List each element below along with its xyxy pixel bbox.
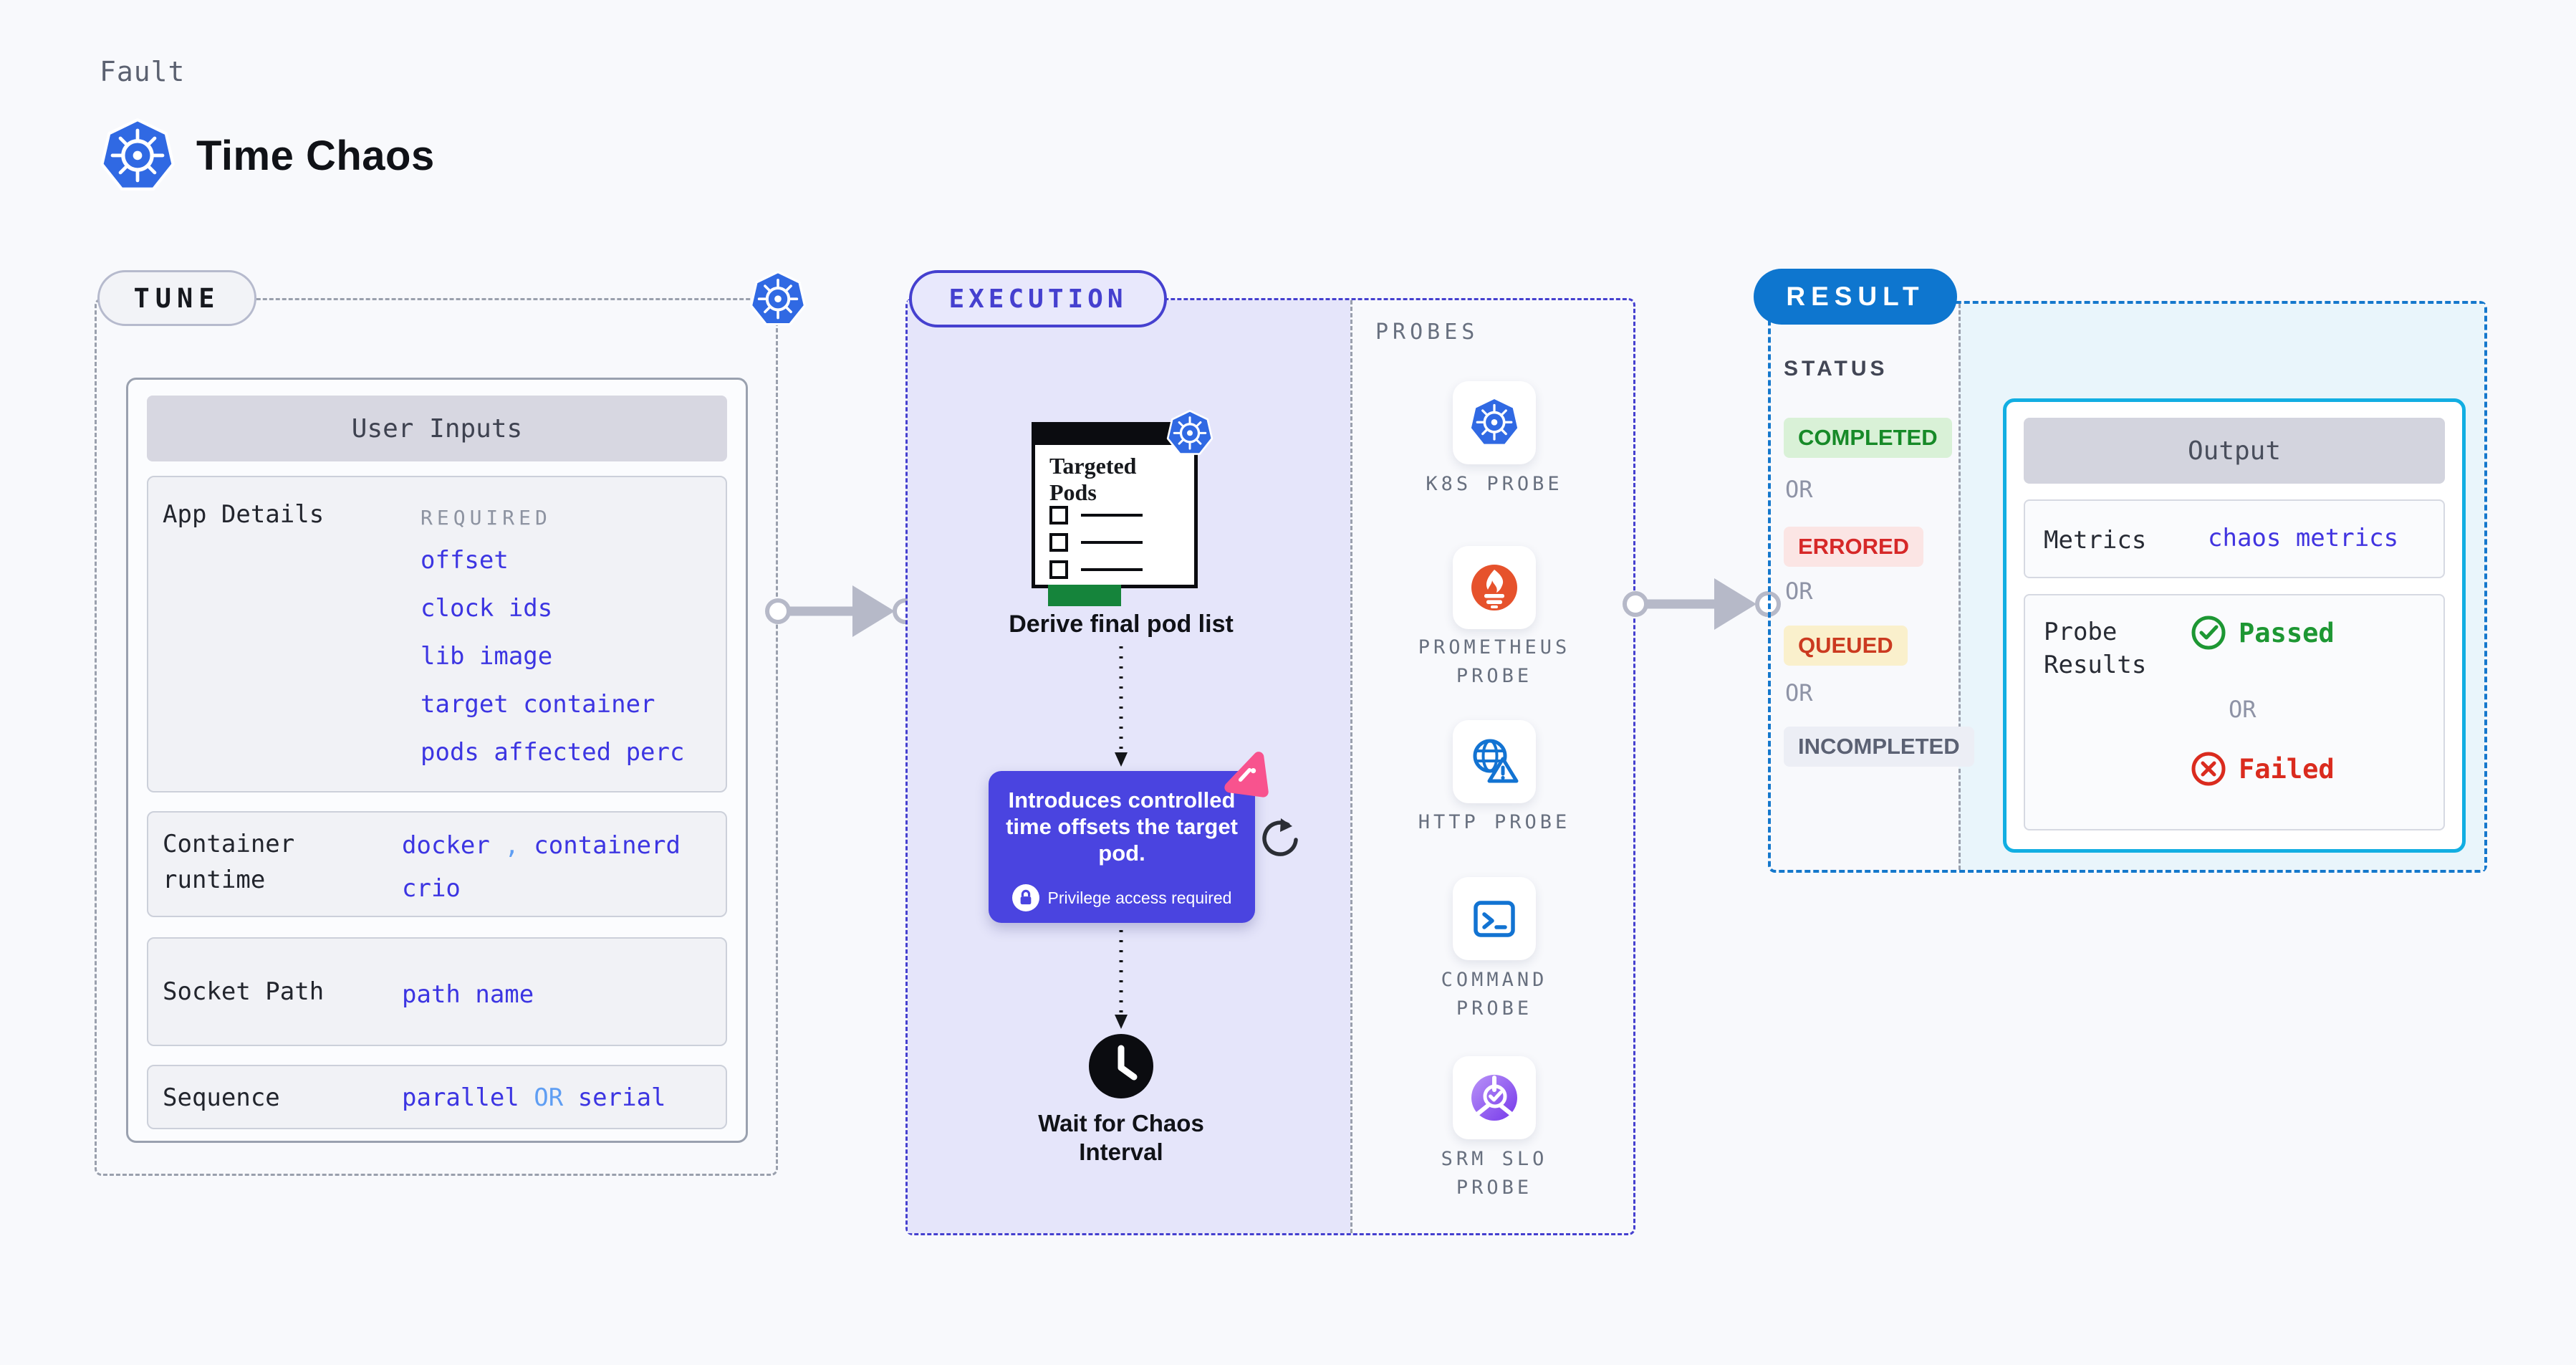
check-circle-icon — [2191, 616, 2226, 650]
socket-path-row: Socket Path path name — [147, 937, 727, 1046]
failed-result: Failed — [2190, 750, 2335, 787]
list-line — [1081, 514, 1143, 517]
tune-panel — [95, 298, 778, 1176]
http-probe-label: HTTP PROBE — [1418, 811, 1571, 833]
status-badge-queued: QUEUED — [1784, 626, 1908, 666]
prometheus-icon — [1471, 565, 1517, 610]
value-path-name: path name — [402, 980, 534, 1009]
or-label: OR — [2229, 696, 2257, 723]
user-inputs-box: User Inputs App Details REQUIRED offset … — [126, 378, 748, 1143]
probes-title: PROBES — [1375, 320, 1479, 345]
runtime-values-line1: docker , containerd — [402, 831, 681, 860]
sequence-label: Sequence — [163, 1083, 280, 1112]
http-probe-card — [1453, 720, 1536, 803]
or-label: OR — [1785, 578, 1813, 605]
status-separator — [1959, 304, 1961, 870]
dotted-arrow-icon — [1115, 646, 1128, 767]
progress-bar — [1048, 585, 1121, 606]
status-title: STATUS — [1784, 357, 1888, 380]
kubernetes-icon — [100, 116, 176, 196]
sequence-values: parallel OR serial — [402, 1083, 666, 1112]
failed-label: Failed — [2239, 753, 2335, 785]
runtime-label-1: Container — [163, 830, 295, 858]
k8s-probe-label: K8S PROBE — [1426, 473, 1563, 495]
runtime-label-2: runtime — [163, 866, 266, 894]
page-title: Time Chaos — [196, 133, 435, 179]
srm-slo-probe-card — [1453, 1056, 1536, 1139]
privilege-label: Privilege access required — [1047, 888, 1232, 907]
value-clock-ids: clock ids — [420, 594, 553, 623]
privilege-row: Privilege access required — [989, 884, 1255, 911]
checkbox-icon — [1049, 506, 1068, 525]
value-target-container: target container — [420, 690, 655, 719]
checkbox-icon — [1049, 533, 1068, 552]
app-details-label: App Details — [163, 500, 325, 529]
container-runtime-row: Container runtime docker , containerd cr… — [147, 811, 727, 917]
metrics-label: Metrics — [2044, 526, 2147, 555]
srm-slo-probe-label: SRM SLO PROBE — [1441, 1148, 1548, 1199]
derive-pod-list-label: Derive final pod list — [1009, 610, 1234, 638]
command-probe-card — [1453, 877, 1536, 960]
kubernetes-icon — [1166, 408, 1213, 459]
execution-badge[interactable]: EXECUTION — [909, 270, 1167, 327]
status-badge-incompleted: INCOMPLETED — [1784, 727, 1974, 767]
fault-eyebrow: Fault — [100, 56, 186, 87]
x-circle-icon — [2191, 752, 2226, 786]
status-badge-completed: COMPLETED — [1784, 418, 1952, 458]
passed-result: Passed — [2190, 614, 2335, 651]
or-label: OR — [1785, 679, 1813, 707]
clock-icon — [1089, 1034, 1153, 1098]
result-badge[interactable]: RESULT — [1754, 269, 1957, 325]
lock-icon — [1011, 884, 1039, 911]
sequence-row: Sequence parallel OR serial — [147, 1065, 727, 1129]
app-details-row: App Details REQUIRED offset clock ids li… — [147, 476, 727, 792]
k8s-probe-card — [1453, 381, 1536, 464]
list-line — [1081, 568, 1143, 571]
terminal-icon — [1474, 901, 1515, 937]
prometheus-probe-card — [1453, 546, 1536, 629]
kubernetes-icon — [1469, 396, 1520, 450]
fault-description-tooltip: Introduces controlled time offsets the t… — [989, 771, 1255, 923]
list-line — [1081, 541, 1143, 544]
tune-badge[interactable]: TUNE — [97, 270, 256, 326]
command-probe-label: COMMAND PROBE — [1441, 969, 1548, 1020]
passed-label: Passed — [2239, 617, 2335, 648]
metrics-value: chaos metrics — [2208, 524, 2399, 552]
srm-slo-icon — [1471, 1075, 1517, 1121]
or-label: OR — [1785, 476, 1813, 503]
loop-icon — [1262, 818, 1298, 856]
probes-separator — [1350, 300, 1352, 1233]
value-lib-image: lib image — [420, 642, 553, 671]
tooltip-text: Introduces controlled time offsets the t… — [1006, 787, 1238, 866]
kubernetes-icon — [749, 269, 807, 330]
value-pods-affected-perc: pods affected perc — [420, 738, 685, 767]
chaos-logo-icon — [1224, 752, 1269, 798]
prometheus-probe-label: PROMETHEUS PROBE — [1418, 636, 1571, 687]
checkbox-icon — [1049, 560, 1068, 579]
output-title: Output — [2024, 418, 2445, 484]
value-crio: crio — [402, 874, 461, 903]
socket-label: Socket Path — [163, 977, 325, 1006]
metrics-row: Metrics chaos metrics — [2024, 499, 2445, 578]
user-inputs-title: User Inputs — [147, 396, 727, 461]
required-tag: REQUIRED — [420, 506, 552, 530]
status-badge-errored: ERRORED — [1784, 527, 1924, 567]
dotted-arrow-icon — [1115, 930, 1128, 1029]
http-globe-icon — [1473, 739, 1519, 783]
value-offset: offset — [420, 546, 509, 575]
